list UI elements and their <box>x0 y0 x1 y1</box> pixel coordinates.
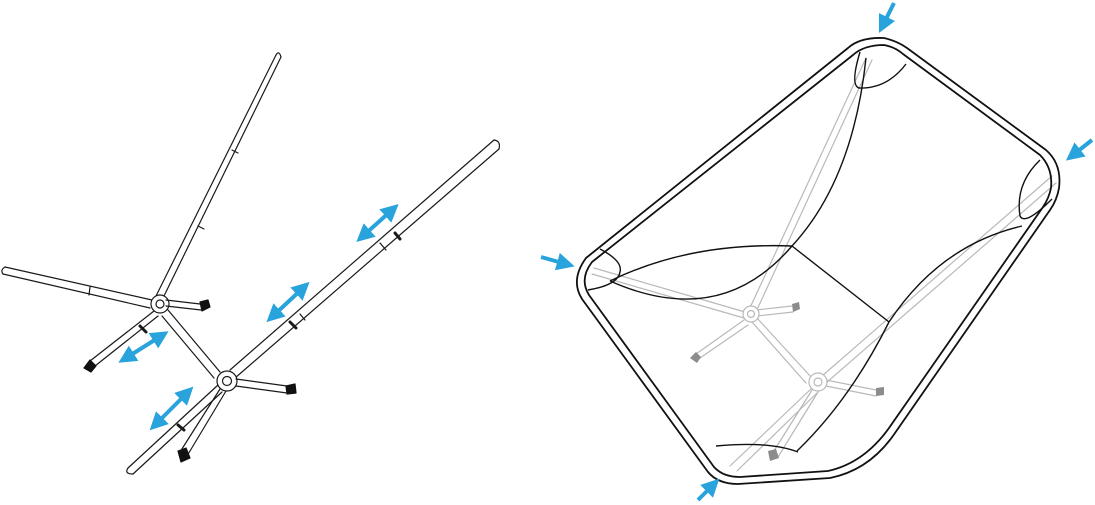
back-hub-legs <box>89 299 202 367</box>
ghost-foot-caps <box>690 302 884 461</box>
push-arrows <box>540 2 1094 502</box>
back-hub <box>150 294 170 314</box>
arrow-icon <box>1065 138 1094 161</box>
double-arrow-icon <box>118 331 169 363</box>
front-hub <box>216 370 238 392</box>
arrow-icon <box>878 2 896 34</box>
seat-fabric <box>609 57 1023 452</box>
seat-attached-panel <box>576 37 1061 485</box>
double-arrow-icon <box>356 203 399 243</box>
frame-assembly-panel <box>1 52 501 475</box>
double-arrow-icon <box>266 281 310 323</box>
arrow-icon <box>540 252 575 271</box>
front-hub-legs <box>126 378 288 475</box>
extend-arrows <box>118 203 399 431</box>
corner-pockets <box>587 51 1053 453</box>
left-side-pole <box>1 266 153 309</box>
leg-foot-caps <box>83 299 297 463</box>
seat-outer-frame <box>576 37 1061 485</box>
arrow-icon <box>696 478 720 502</box>
back-upright-pole <box>155 52 282 299</box>
double-arrow-icon <box>149 386 194 431</box>
front-long-pole <box>229 139 501 379</box>
center-strut <box>161 309 221 379</box>
